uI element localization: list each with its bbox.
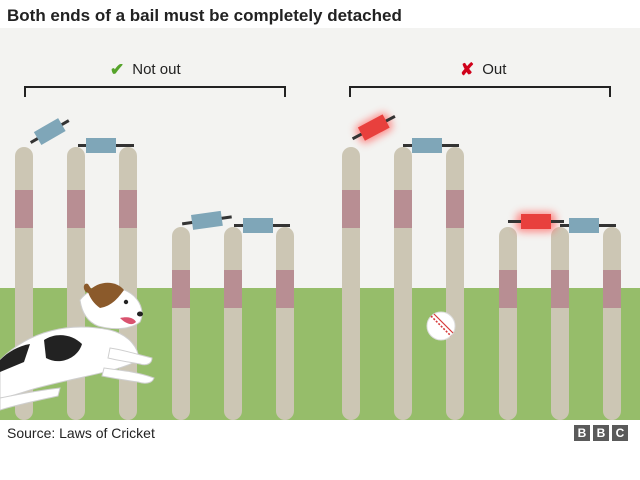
stump — [224, 227, 242, 420]
bail — [78, 138, 134, 153]
stump — [172, 227, 190, 420]
bbc-logo-letter: B — [593, 425, 609, 441]
stump — [603, 227, 621, 420]
bbc-logo-letter: B — [574, 425, 590, 441]
illustration — [0, 28, 640, 420]
stump — [551, 227, 569, 420]
not-out-text: Not out — [132, 61, 181, 78]
stump — [446, 147, 464, 420]
bail-tilted — [181, 210, 232, 230]
stump — [394, 147, 412, 420]
stump — [342, 147, 360, 420]
stump — [499, 227, 517, 420]
check-icon: ✔ — [110, 60, 125, 79]
not-out-bracket — [24, 86, 286, 97]
source-text: Source: Laws of Cricket — [7, 425, 155, 441]
stump — [276, 227, 294, 420]
bbc-logo-letter: C — [612, 425, 628, 441]
dog-illustration — [0, 282, 155, 411]
cross-icon: ✘ — [460, 60, 475, 79]
bail — [234, 218, 290, 233]
bail-detached-highlight — [508, 212, 564, 232]
cricket-ball — [426, 311, 456, 341]
out-label: ✘ Out — [460, 61, 506, 78]
bbc-logo: B B C — [574, 425, 628, 441]
bail-detached-highlight — [351, 112, 396, 144]
bail-tilted — [29, 118, 70, 146]
bail — [560, 218, 616, 233]
out-bracket — [349, 86, 611, 97]
bail — [403, 138, 459, 153]
not-out-label: ✔ Not out — [110, 61, 181, 78]
page-title: Both ends of a bail must be completely d… — [7, 6, 402, 25]
out-text: Out — [482, 61, 507, 78]
